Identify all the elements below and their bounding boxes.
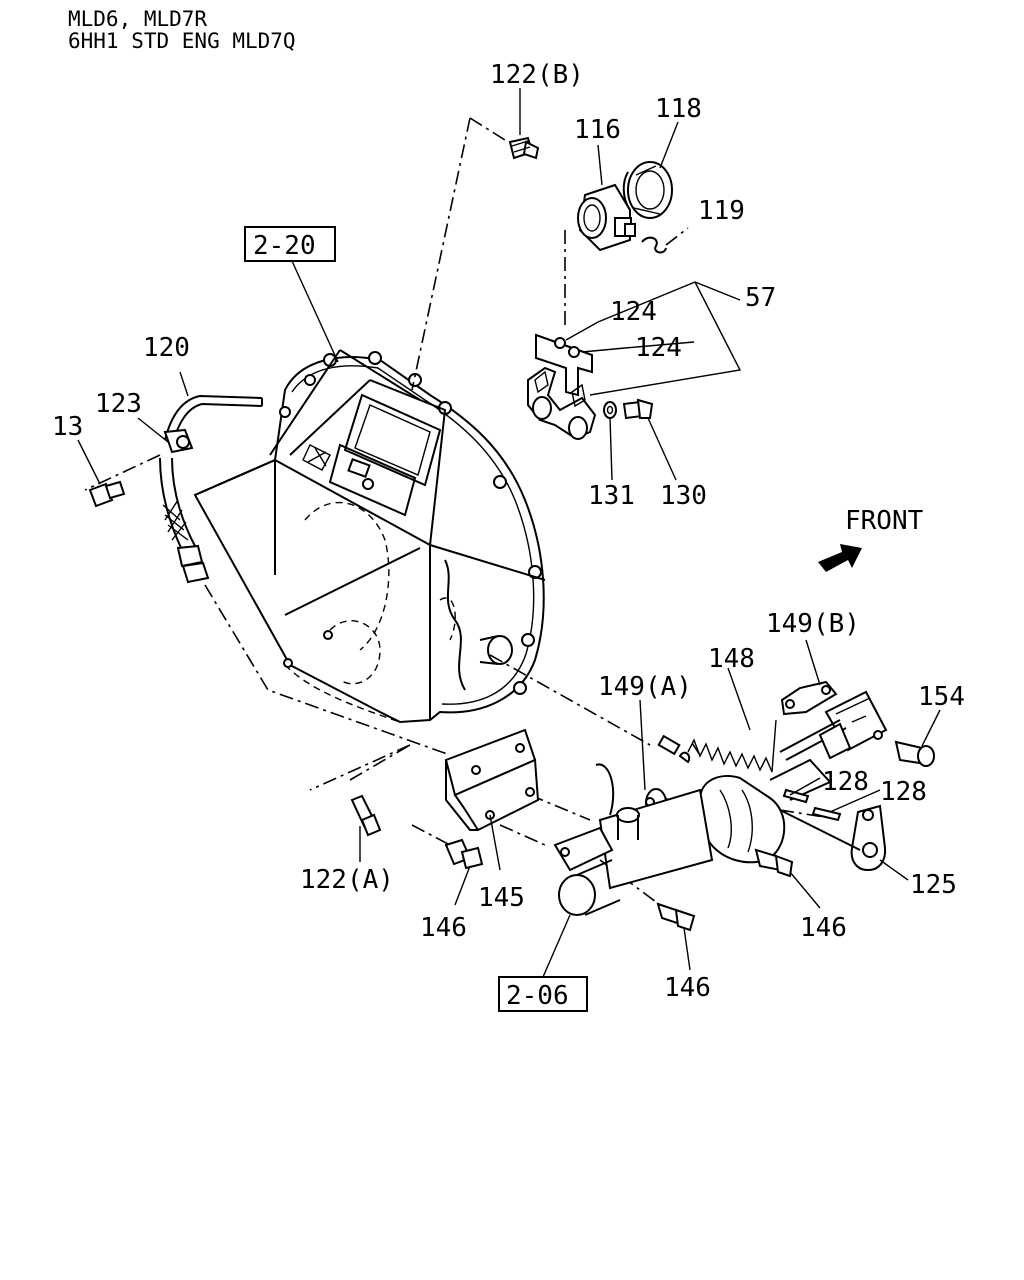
model-header-line2: 6HH1 STD ENG MLD7Q — [68, 29, 296, 53]
callout-labels: 122(B) 116 118 119 57 124 124 131 130 12… — [52, 60, 965, 1003]
callout-146-mid[interactable]: 146 — [800, 913, 847, 943]
callout-13[interactable]: 13 — [52, 412, 83, 442]
reference-box-2-06[interactable]: 2-06 — [498, 914, 588, 1012]
clevis-assembly — [780, 680, 935, 767]
callout-120[interactable]: 120 — [143, 333, 190, 363]
callout-154[interactable]: 154 — [918, 682, 965, 712]
callout-leaders — [77, 88, 941, 971]
mounting-bracket — [350, 728, 794, 932]
reference-box-2-20[interactable]: 2-20 — [244, 226, 339, 363]
callout-148[interactable]: 148 — [708, 644, 755, 674]
ref-2-20-label: 2-20 — [253, 231, 316, 261]
callout-131[interactable]: 131 — [588, 481, 635, 511]
callout-130[interactable]: 130 — [660, 481, 707, 511]
callout-57[interactable]: 57 — [745, 283, 776, 313]
front-label: FRONT — [845, 506, 924, 536]
callout-146-left[interactable]: 146 — [420, 913, 467, 943]
callout-128-lower[interactable]: 128 — [880, 777, 927, 807]
slave-cylinder — [553, 719, 852, 916]
callout-146-right[interactable]: 146 — [664, 973, 711, 1003]
front-arrow-icon — [818, 544, 862, 572]
callout-116[interactable]: 116 — [574, 115, 621, 145]
callout-124-upper[interactable]: 124 — [610, 297, 657, 327]
callout-122a[interactable]: 122(A) — [300, 865, 394, 895]
callout-145[interactable]: 145 — [478, 883, 525, 913]
front-direction-indicator: FRONT — [818, 506, 924, 572]
callout-119[interactable]: 119 — [698, 196, 745, 226]
callout-122b[interactable]: 122(B) — [490, 60, 584, 90]
callout-118[interactable]: 118 — [655, 94, 702, 124]
release-bearing-assembly — [508, 136, 689, 254]
model-header-line1: MLD6, MLD7R — [68, 7, 207, 31]
callout-123[interactable]: 123 — [95, 389, 142, 419]
ref-2-06-label: 2-06 — [506, 981, 569, 1011]
callout-149a[interactable]: 149(A) — [598, 672, 692, 702]
lever-assembly — [779, 788, 887, 872]
callout-149b[interactable]: 149(B) — [766, 609, 860, 639]
clutch-housing — [193, 349, 546, 724]
callout-124-lower[interactable]: 124 — [635, 333, 682, 363]
release-fork-assembly — [527, 333, 654, 440]
hydraulic-hose — [88, 394, 263, 584]
callout-128-upper[interactable]: 128 — [822, 767, 869, 797]
callout-125[interactable]: 125 — [910, 870, 957, 900]
